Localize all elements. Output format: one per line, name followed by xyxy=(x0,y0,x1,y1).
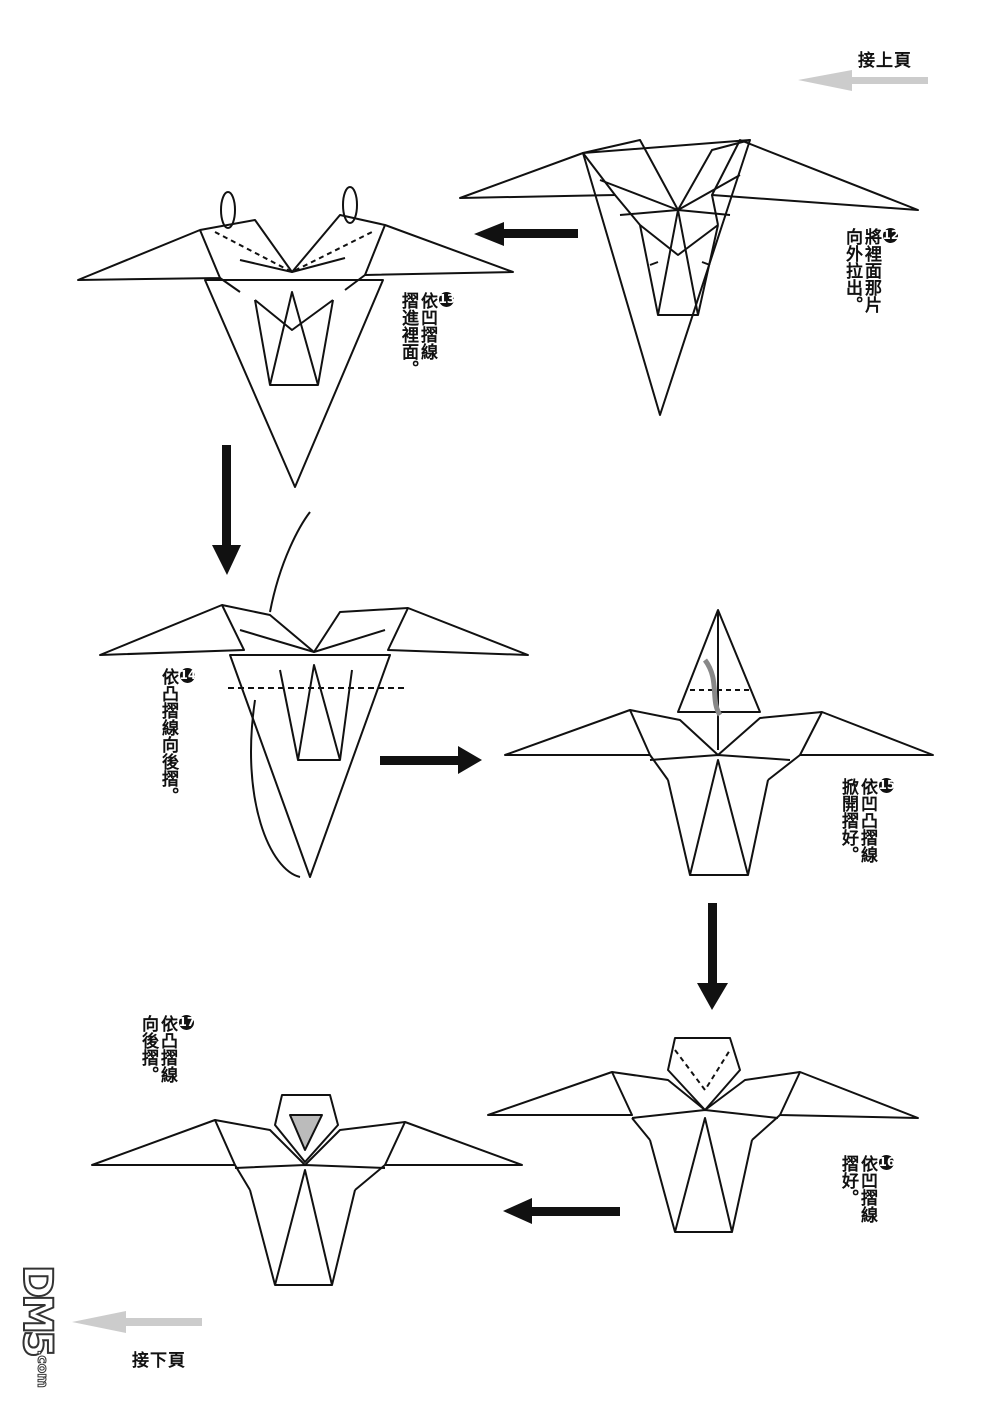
arrow-15-to-16-icon xyxy=(697,903,728,1010)
next-page-label[interactable]: 接下頁 xyxy=(132,1351,186,1371)
dm5-watermark-logo: DM5 xyxy=(13,1264,61,1355)
step-17-number: 17 xyxy=(178,1015,196,1030)
figure-step-17 xyxy=(91,1094,523,1286)
step-15-number: 15 xyxy=(878,778,896,793)
figure-step-15 xyxy=(504,609,934,876)
figure-step-16 xyxy=(487,1037,919,1233)
step-14-number: 14 xyxy=(179,668,197,683)
prev-page-label[interactable]: 接上頁 xyxy=(858,51,912,71)
step-15-line-1: 依凹凸摺線 xyxy=(857,778,877,863)
arrow-12-to-13-icon xyxy=(474,222,578,246)
figure-step-13 xyxy=(77,186,514,488)
step-15-line-2: 掀開摺好。 xyxy=(838,778,858,863)
arrow-16-to-17-icon xyxy=(503,1198,620,1224)
step-13-line-1: 依凹摺線 xyxy=(417,292,437,360)
step-12-number: 12 xyxy=(882,228,900,243)
watermark-domain: .com xyxy=(34,1350,51,1389)
figure-step-12 xyxy=(459,139,919,416)
step-16-number: 16 xyxy=(878,1155,896,1170)
next-page-arrow-icon[interactable] xyxy=(72,1311,202,1333)
step-16-line-2: 摺好。 xyxy=(838,1155,858,1206)
step-17-line-1: 依凸摺線 xyxy=(157,1015,177,1083)
figure-step-14 xyxy=(99,511,529,878)
step-13-line-2: 摺進裡面。 xyxy=(398,292,418,377)
step-17-line-2: 向後摺。 xyxy=(138,1015,158,1083)
step-14-line-1: 依凸摺線向後摺。 xyxy=(158,668,178,804)
step-12-line-1: 將裡面那片 xyxy=(861,228,881,313)
arrow-14-to-15-icon xyxy=(380,746,482,774)
step-13-number: 13 xyxy=(438,292,456,307)
arrow-13-to-14-icon xyxy=(212,445,241,575)
step-12-line-2: 向外拉出。 xyxy=(842,228,862,313)
step-16-line-1: 依凹摺線 xyxy=(857,1155,877,1223)
prev-page-arrow-icon[interactable] xyxy=(798,70,928,91)
